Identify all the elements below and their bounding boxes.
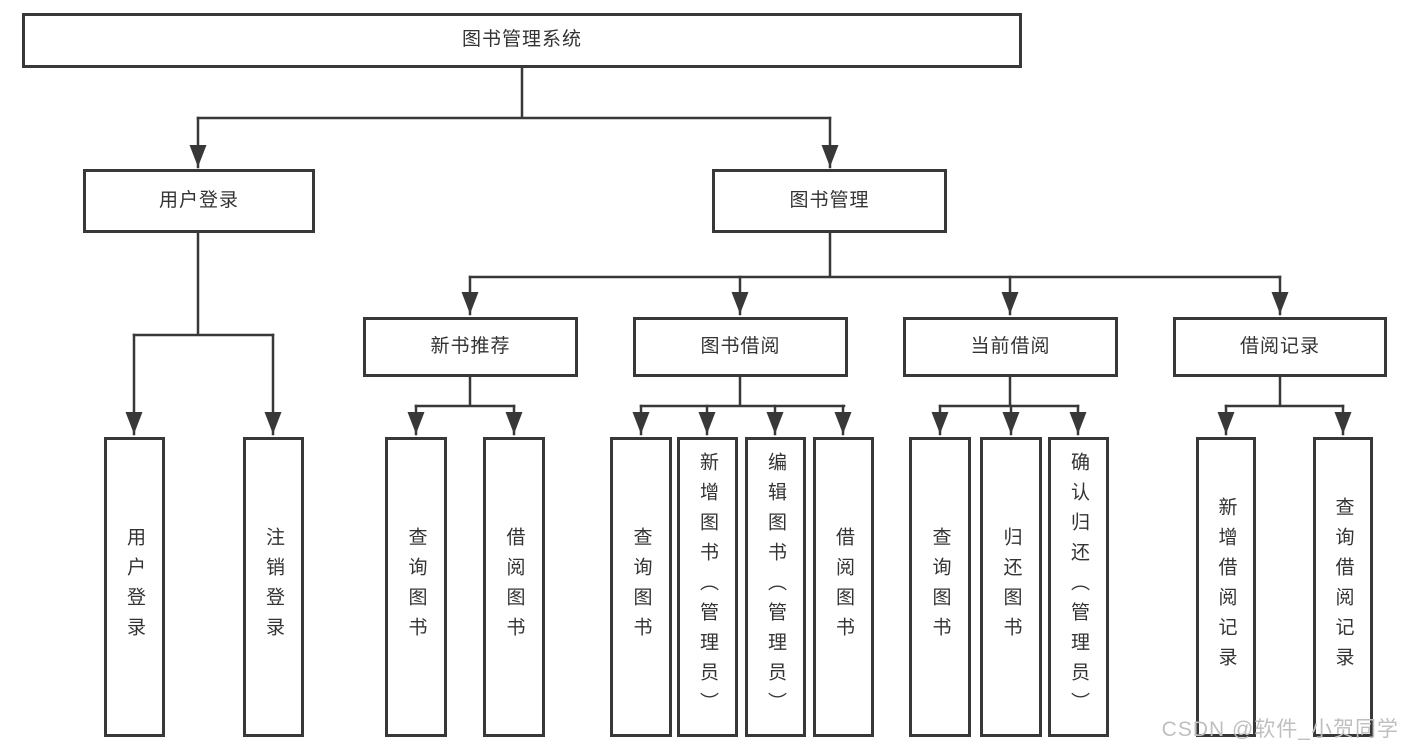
node-label: 确认归还（管理员） — [1068, 452, 1089, 722]
leaf-edit-book-admin: 编辑图书（管理员） — [745, 437, 806, 737]
node-label: 图书管理系统 — [461, 29, 582, 51]
leaf-borrow-books: 借阅图书 — [483, 437, 545, 737]
node-label: 用户登录 — [124, 527, 145, 647]
node-label: 查询借阅记录 — [1332, 497, 1354, 677]
node-label: 图书借阅 — [700, 335, 781, 357]
node-label: 借阅图书 — [503, 527, 525, 647]
node-label: 新增借阅记录 — [1215, 497, 1237, 677]
node-label: 查询图书 — [929, 527, 951, 647]
node-user-login: 用户登录 — [83, 169, 315, 233]
node-label: 查询图书 — [630, 527, 652, 647]
leaf-confirm-return-admin: 确认归还（管理员） — [1048, 437, 1109, 737]
leaf-query-books: 查询图书 — [385, 437, 447, 737]
leaf-user-login: 用户登录 — [104, 437, 165, 737]
leaf-logout-login: 注销登录 — [243, 437, 304, 737]
node-label: 用户登录 — [158, 189, 239, 211]
leaf-add-book-admin: 新增图书（管理员） — [677, 437, 738, 737]
node-label: 图书管理 — [789, 189, 870, 211]
node-label: 归还图书 — [1000, 527, 1022, 647]
leaf-query-books: 查询图书 — [909, 437, 971, 737]
node-label: 查询图书 — [405, 527, 427, 647]
node-label: 当前借阅 — [970, 335, 1051, 357]
leaf-query-borrow-record: 查询借阅记录 — [1313, 437, 1373, 737]
leaf-return-books: 归还图书 — [980, 437, 1042, 737]
node-label: 新书推荐 — [430, 335, 511, 357]
node-label: 注销登录 — [263, 527, 284, 647]
node-new-book-recommendation: 新书推荐 — [363, 317, 578, 377]
csdn-watermark: CSDN @软件_小贺同学 — [1161, 718, 1399, 741]
leaf-add-borrow-record: 新增借阅记录 — [1196, 437, 1256, 737]
node-borrowing-records: 借阅记录 — [1173, 317, 1387, 377]
leaf-query-books: 查询图书 — [610, 437, 672, 737]
node-label: 借阅记录 — [1239, 335, 1320, 357]
node-book-borrowing: 图书借阅 — [633, 317, 848, 377]
node-label: 借阅图书 — [833, 527, 854, 647]
node-library-management-system: 图书管理系统 — [22, 13, 1022, 68]
node-label: 新增图书（管理员） — [697, 452, 718, 722]
leaf-borrow-books: 借阅图书 — [813, 437, 874, 737]
node-book-management: 图书管理 — [712, 169, 947, 233]
node-label: 编辑图书（管理员） — [765, 452, 786, 722]
node-current-borrowing: 当前借阅 — [903, 317, 1118, 377]
